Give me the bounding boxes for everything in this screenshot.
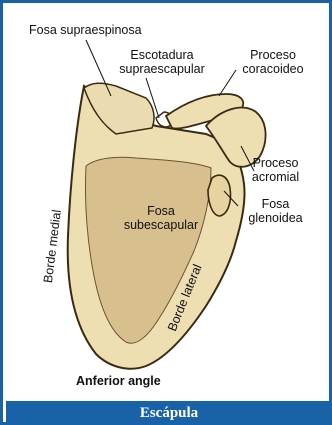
label-coracoideo-2: coracoideo (238, 62, 308, 76)
figure-caption: Escápula (6, 401, 332, 425)
label-fosa-supraespinosa: Fosa supraespinosa (29, 23, 142, 37)
label-anterior-angle: Anferior angle (76, 374, 161, 388)
label-glenoidea-2: glenoidea (243, 211, 308, 225)
label-subescapular-2: subescapular (111, 218, 211, 232)
label-glenoidea-1: Fosa (243, 197, 308, 211)
label-subescapular-1: Fosa (111, 204, 211, 218)
label-coracoideo-1: Proceso (238, 48, 308, 62)
glenoid-fossa (208, 175, 231, 216)
label-escotadura-1: Escotadura (107, 48, 217, 62)
label-acromial-2: acromial (243, 170, 308, 184)
label-escotadura-2: supraescapular (107, 62, 217, 76)
label-acromial-1: Proceso (243, 156, 308, 170)
